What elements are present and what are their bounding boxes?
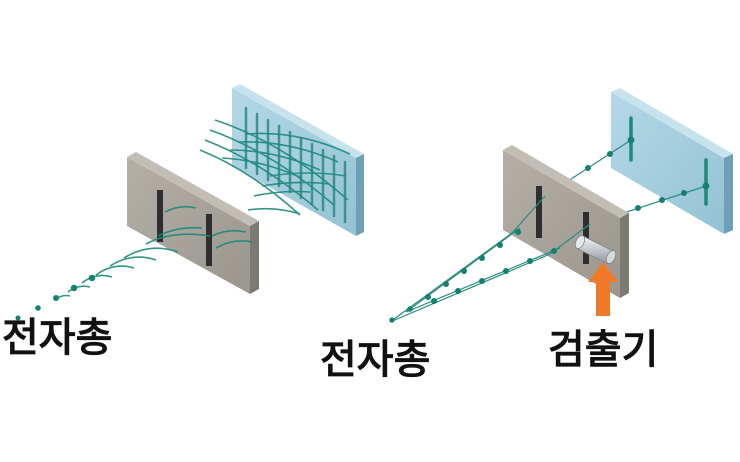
detector-arrow [588,262,618,316]
particle-detection-screen [611,88,733,234]
wave-fronts-front [145,205,253,249]
particle-experiment [389,88,733,323]
detector-label: 검출기 [548,327,659,373]
electron-gun-label-right: 전자총 [320,337,431,383]
incoming-waves [54,247,179,301]
electron-gun-label-left: 전자총 [2,315,113,361]
wave-source-dots [15,274,96,321]
wave-experiment [15,84,364,321]
diffracted-waves [199,119,351,216]
particle-paths-front [389,195,591,323]
wave-double-slit-plate [127,152,259,294]
detector-device [574,235,617,265]
